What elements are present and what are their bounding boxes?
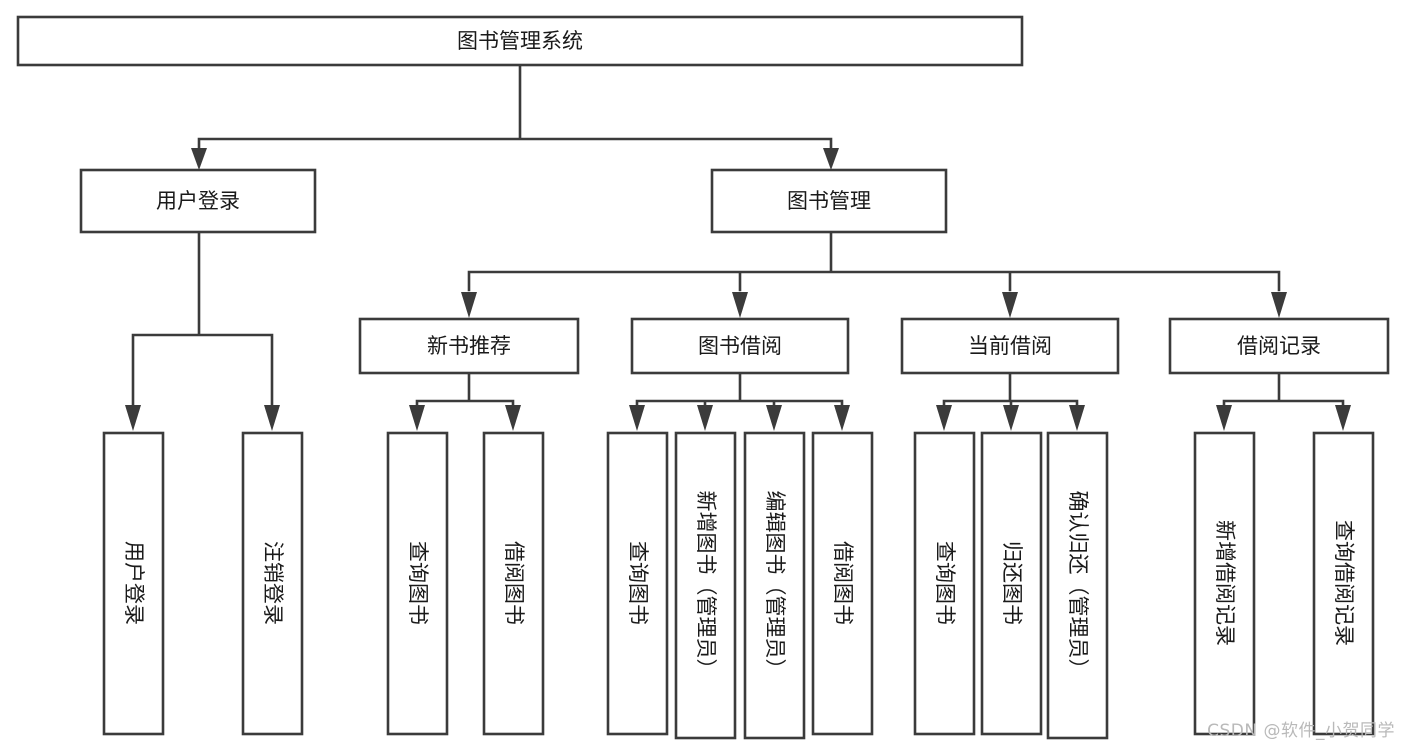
connector-group-book-borrow-to-leaves [629,371,850,431]
connector-group-borrow-record-to-leaves [1216,371,1351,431]
arrow-to-leaf-borrow-book-1 [505,405,521,431]
node-book-manage[interactable]: 图书管理 [710,168,948,234]
node-leaf-edit-book[interactable]: 编辑图书（管理员） [743,431,806,740]
node-leaf-confirm-return-box[interactable] [1046,431,1109,740]
arrow-to-borrow-record [1271,292,1287,318]
node-leaf-return-book-box[interactable] [980,431,1043,736]
arrow-to-leaf-logout-login [264,405,280,431]
node-leaf-return-book-label: 归还图书 [1000,541,1024,625]
connector-group-current-borrow-to-leaves [936,371,1085,431]
node-leaf-return-book[interactable]: 归还图书 [980,431,1043,736]
node-leaf-logout-login[interactable]: 注销登录 [241,431,304,736]
node-leaf-borrow-book-2-label: 借阅图书 [831,541,855,625]
node-leaf-query-record-box[interactable] [1312,431,1375,736]
node-leaf-borrow-book-2-box[interactable] [811,431,874,736]
connector-book-borrow-bus [635,371,844,412]
node-book-manage-label: 图书管理 [787,189,871,213]
arrow-to-leaf-edit-book [766,405,782,431]
node-root[interactable]: 图书管理系统 [16,15,1024,67]
arrow-to-leaf-return-book [1003,405,1019,431]
connector-new-book-rec-bus [415,371,515,412]
node-leaf-logout-login-label: 注销登录 [261,541,285,625]
arrow-to-user-login [191,148,207,170]
node-new-book-rec-label: 新书推荐 [427,334,511,358]
arrow-to-book-borrow [732,292,748,318]
arrow-to-leaf-borrow-book-2 [834,405,850,431]
arrow-to-book-manage [823,148,839,170]
arrow-to-leaf-user-login [125,405,141,431]
node-book-manage-box[interactable] [710,168,948,234]
node-current-borrow-box[interactable] [900,317,1120,375]
arrow-to-leaf-add-record [1216,405,1232,431]
connector-group-new-book-rec-to-leaves [409,371,521,431]
node-user-login-box[interactable] [79,168,317,234]
connector-book-manage-bus [467,230,1281,292]
arrow-to-leaf-query-book-1 [409,405,425,431]
node-borrow-record-box[interactable] [1168,317,1390,375]
node-leaf-borrow-book-1-box[interactable] [482,431,545,736]
arrow-to-new-book-rec [461,292,477,318]
connector-user-login-bus [131,230,274,412]
node-current-borrow-label: 当前借阅 [968,334,1052,358]
node-leaf-query-book-1-box[interactable] [386,431,449,736]
node-leaf-query-book-3-label: 查询图书 [933,541,957,625]
connector-root-bus [197,63,833,158]
node-leaf-confirm-return-label: 确认归还（管理员） [1066,491,1090,680]
arrow-to-current-borrow [1002,292,1018,318]
arrow-to-leaf-query-book-2 [629,405,645,431]
node-leaf-query-book-2[interactable]: 查询图书 [606,431,669,736]
node-leaf-borrow-book-1-label: 借阅图书 [502,541,526,625]
node-borrow-record[interactable]: 借阅记录 [1168,317,1390,375]
watermark: CSDN @软件_小贺同学 [1207,721,1395,741]
node-leaf-borrow-book-2[interactable]: 借阅图书 [811,431,874,736]
node-root-box[interactable] [16,15,1024,67]
connector-group-book-manage-to-level3 [461,230,1287,318]
node-leaf-add-book[interactable]: 新增图书（管理员） [674,431,737,740]
connector-group-user-login-to-leaves [125,230,280,431]
node-leaf-query-book-1[interactable]: 查询图书 [386,431,449,736]
connector-borrow-record-bus [1222,371,1345,412]
node-leaf-query-book-3[interactable]: 查询图书 [913,431,976,736]
arrow-to-leaf-query-book-3 [936,405,952,431]
node-leaf-add-record-box[interactable] [1193,431,1256,736]
connector-group-root-to-level2 [191,63,839,170]
node-leaf-user-login-label: 用户登录 [122,541,146,625]
node-root-label: 图书管理系统 [457,29,583,53]
node-book-borrow[interactable]: 图书借阅 [630,317,850,375]
connector-current-borrow-bus [942,371,1079,412]
node-current-borrow[interactable]: 当前借阅 [900,317,1120,375]
arrow-to-leaf-add-book [697,405,713,431]
arrow-to-leaf-confirm-return [1069,405,1085,431]
node-user-login-label: 用户登录 [156,189,240,213]
node-leaf-add-book-label: 新增图书（管理员） [694,491,718,680]
node-borrow-record-label: 借阅记录 [1237,334,1321,358]
node-leaf-user-login-box[interactable] [102,431,165,736]
node-leaf-confirm-return[interactable]: 确认归还（管理员） [1046,431,1109,740]
node-leaf-add-record-label: 新增借阅记录 [1213,520,1237,646]
node-leaf-query-book-2-box[interactable] [606,431,669,736]
node-leaf-edit-book-label: 编辑图书（管理员） [763,491,787,680]
arrow-to-leaf-query-record [1335,405,1351,431]
node-user-login[interactable]: 用户登录 [79,168,317,234]
node-leaf-user-login[interactable]: 用户登录 [102,431,165,736]
node-leaf-query-book-1-label: 查询图书 [406,541,430,625]
node-leaf-logout-login-box[interactable] [241,431,304,736]
node-leaf-query-book-2-label: 查询图书 [626,541,650,625]
node-book-borrow-label: 图书借阅 [698,334,782,358]
node-leaf-add-record[interactable]: 新增借阅记录 [1193,431,1256,736]
node-leaf-borrow-book-1[interactable]: 借阅图书 [482,431,545,736]
node-leaf-query-book-3-box[interactable] [913,431,976,736]
node-new-book-rec[interactable]: 新书推荐 [358,317,580,375]
node-leaf-edit-book-box[interactable] [743,431,806,740]
node-book-borrow-box[interactable] [630,317,850,375]
node-leaf-query-record-label: 查询借阅记录 [1332,520,1356,646]
node-leaf-add-book-box[interactable] [674,431,737,740]
node-leaf-query-record[interactable]: 查询借阅记录 [1312,431,1375,736]
node-new-book-rec-box[interactable] [358,317,580,375]
